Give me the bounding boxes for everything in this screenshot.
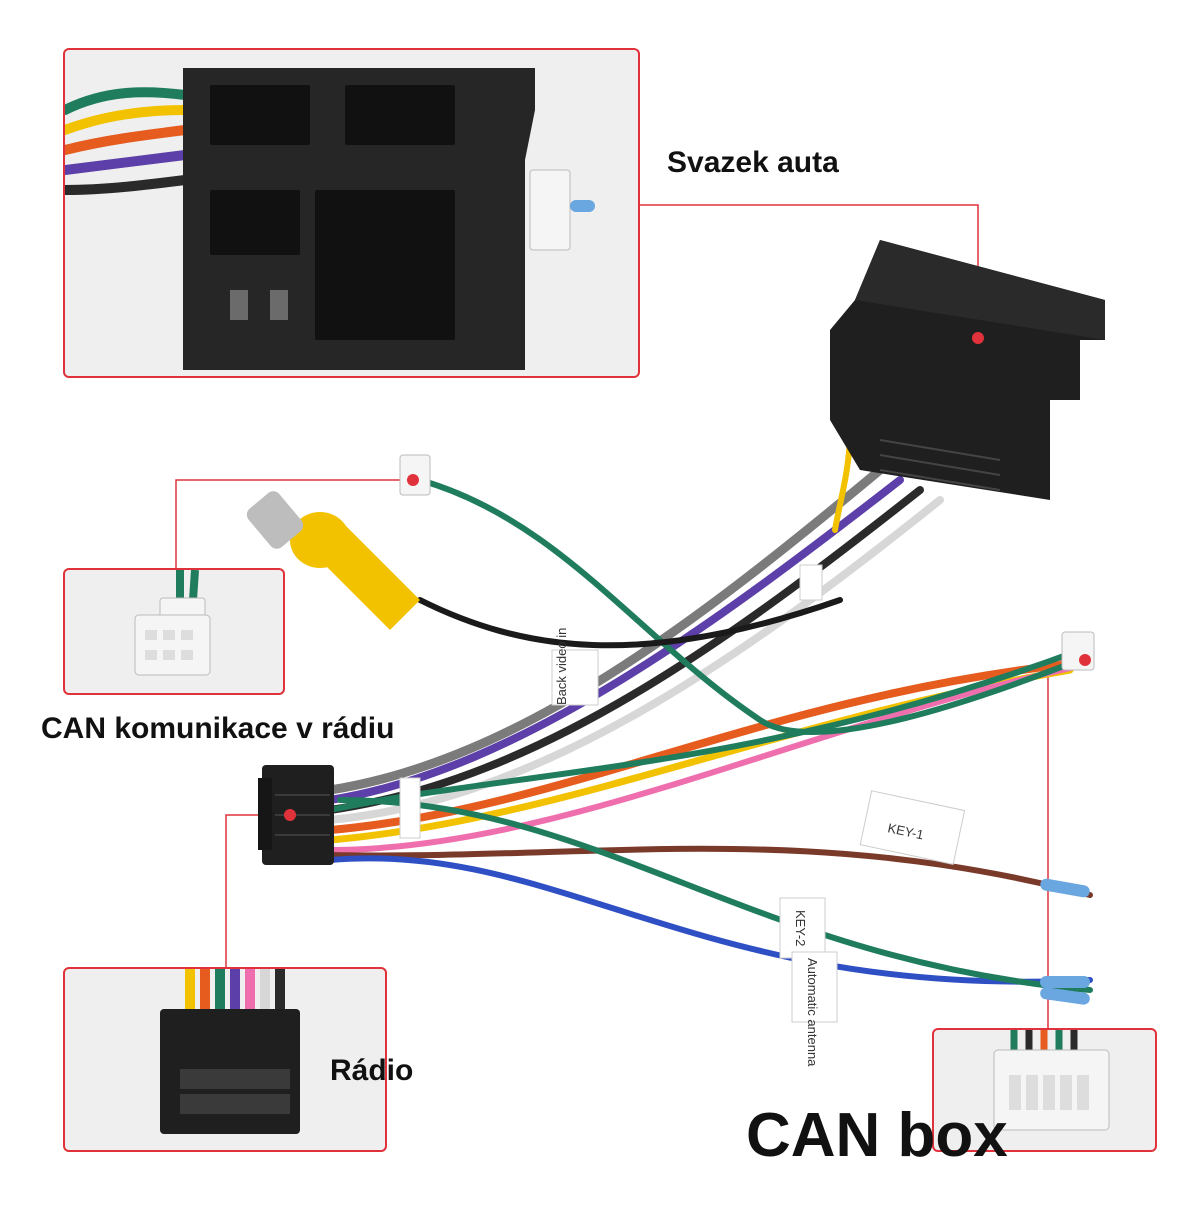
callout-car-harness — [63, 48, 640, 378]
tag-key2: KEY-2 — [793, 910, 808, 946]
label-car-harness: Svazek auta — [667, 146, 839, 179]
car-harness-closeup — [65, 68, 595, 370]
can-radio-closeup — [134, 570, 211, 676]
leader-can-radio — [175, 479, 405, 570]
can-box-closeup — [993, 1030, 1110, 1131]
wire-bundle — [325, 427, 1093, 993]
leader-can-box — [1047, 659, 1085, 1030]
radio-closeup — [160, 969, 300, 1134]
label-radio: Rádio — [330, 1054, 414, 1087]
tag-back-video: Back video in — [554, 628, 569, 705]
callout-can-box — [932, 1028, 1157, 1152]
tag-antenna: Automatic antenna — [805, 958, 820, 1067]
car-connector — [830, 240, 1105, 500]
label-can-radio: CAN komunikace v rádiu — [41, 712, 395, 745]
callout-radio — [63, 967, 387, 1152]
marker-dots — [284, 332, 1091, 821]
wire-end-caps — [1040, 878, 1090, 1005]
label-can-box: CAN box — [746, 1101, 1008, 1170]
callout-can-radio — [63, 568, 285, 695]
cable-tags: Back video in KEY-1 KEY-2 Automatic ante… — [399, 564, 966, 1067]
tag-key1: KEY-1 — [886, 820, 925, 842]
rca-connector — [246, 491, 420, 630]
